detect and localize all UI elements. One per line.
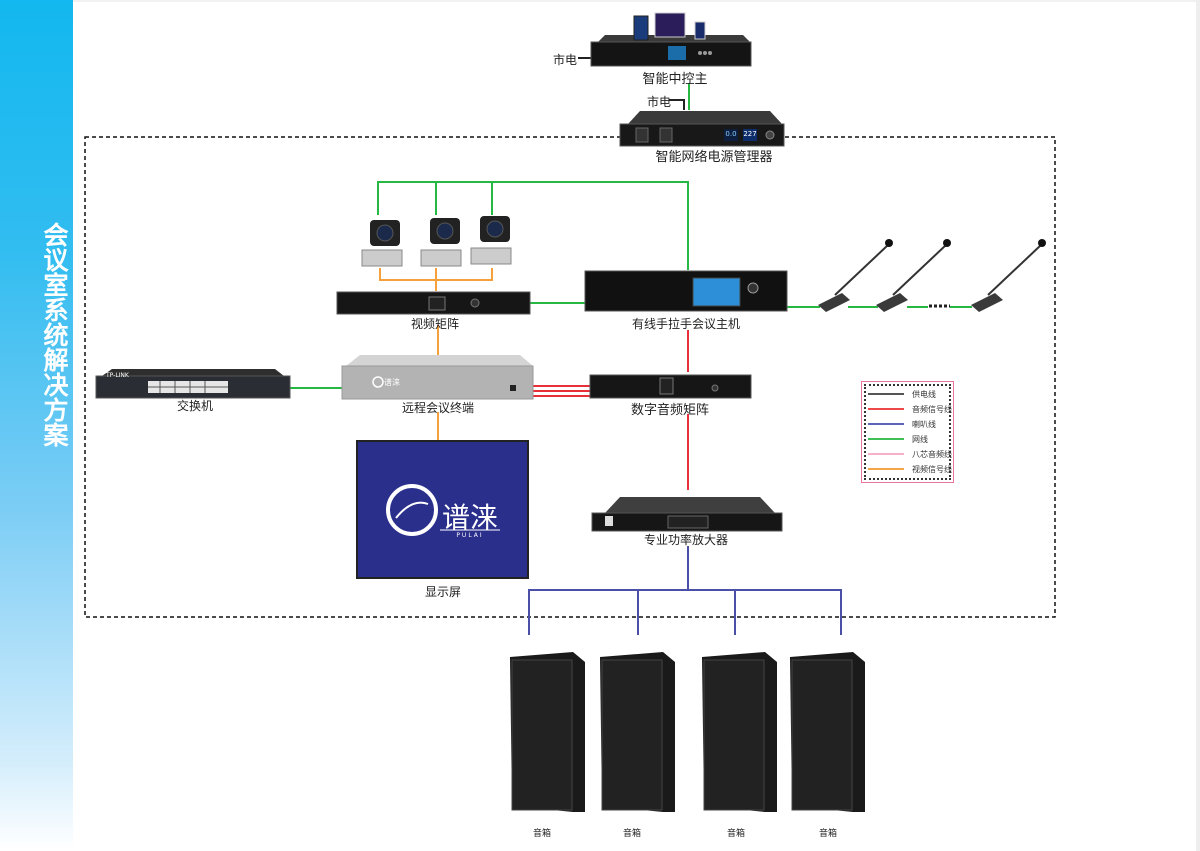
speaker-1 [510,652,585,812]
power-display-1: 0.0 [725,130,737,138]
legend-border [864,384,951,480]
video-matrix-device [336,291,531,315]
legend-item-power: 供电线 [868,387,936,401]
power-display-2: 227 [743,130,757,138]
display-logo-sub: PULAI [456,532,484,539]
power-line-power-manager [669,99,685,110]
microphone-1 [818,239,893,312]
remote-terminal-label: 远程会议终端 [401,401,475,415]
legend: 供电线 音频信号线 喇叭线 网线 八芯音频线 视频信号线 [861,381,954,483]
legend-item-speaker: 喇叭线 [868,417,936,431]
legend-swatch [868,393,904,395]
legend-item-network: 网线 [868,432,928,446]
network-switch-device [95,369,291,399]
video-lines [379,268,493,441]
speaker-3 [702,652,777,812]
amplifier-label: 专业功率放大器 [643,533,729,547]
switch-label: 交换机 [176,399,214,413]
terminal-brand: 谱涞 [384,378,400,387]
audio-lines [533,330,689,490]
display-logo-text: 谱涞 [441,501,499,534]
legend-label: 视频信号线 [912,464,952,474]
network-lines [290,83,972,389]
display-screen-device [356,440,529,579]
power-lines [578,57,685,110]
sidebar-title: 会议室系统解决方案 [40,222,69,447]
legend-swatch [868,408,904,410]
conference-host-label: 有线手拉手会议主机 [631,317,741,331]
central-control-device [590,12,752,67]
room-boundary [84,136,1056,618]
audio-matrix-label: 数字音频矩阵 [630,403,710,418]
switch-brand: TP-LINK [106,372,129,379]
mains-label-control: 市电 [552,53,578,67]
legend-label: 网线 [912,434,928,444]
audio-matrix-device [589,374,752,399]
camera-3 [470,216,512,265]
legend-label: 喇叭线 [912,419,936,429]
speaker-label-2: 音箱 [622,829,642,839]
microphone-2 [876,239,951,312]
camera-1 [361,220,403,267]
legend-item-8core-audio: 八芯音频线 [868,447,952,461]
power-manager-device [619,111,785,147]
legend-label: 音频信号线 [912,404,952,414]
display-label: 显示屏 [424,585,462,599]
top-border [73,0,1196,2]
speaker-label-1: 音箱 [532,829,552,839]
legend-label: 供电线 [912,389,936,399]
power-manager-label: 智能网络电源管理器 [655,150,773,165]
right-border [1196,0,1200,851]
video-matrix-label: 视频矩阵 [410,317,460,331]
amplifier-device [591,497,783,532]
legend-swatch [868,468,904,470]
speaker-2 [600,652,675,812]
microphone-3 [971,239,1046,312]
legend-swatch [868,438,904,440]
speaker-lines [528,546,842,635]
legend-label: 八芯音频线 [912,449,952,459]
camera-2 [420,218,462,267]
legend-item-video: 视频信号线 [868,462,952,476]
central-control-label: 智能中控主 [642,72,708,87]
speaker-4 [790,652,865,812]
remote-terminal-device [341,355,534,400]
speaker-label-3: 音箱 [726,829,746,839]
mains-label-power: 市电 [646,95,672,109]
sidebar: 会议室系统解决方案 [0,0,73,851]
legend-swatch [868,453,904,455]
speaker-label-4: 音箱 [818,829,838,839]
legend-item-audio: 音频信号线 [868,402,952,416]
legend-swatch [868,423,904,425]
conference-host-device [584,270,788,312]
network-line-camera-bus [377,181,689,270]
